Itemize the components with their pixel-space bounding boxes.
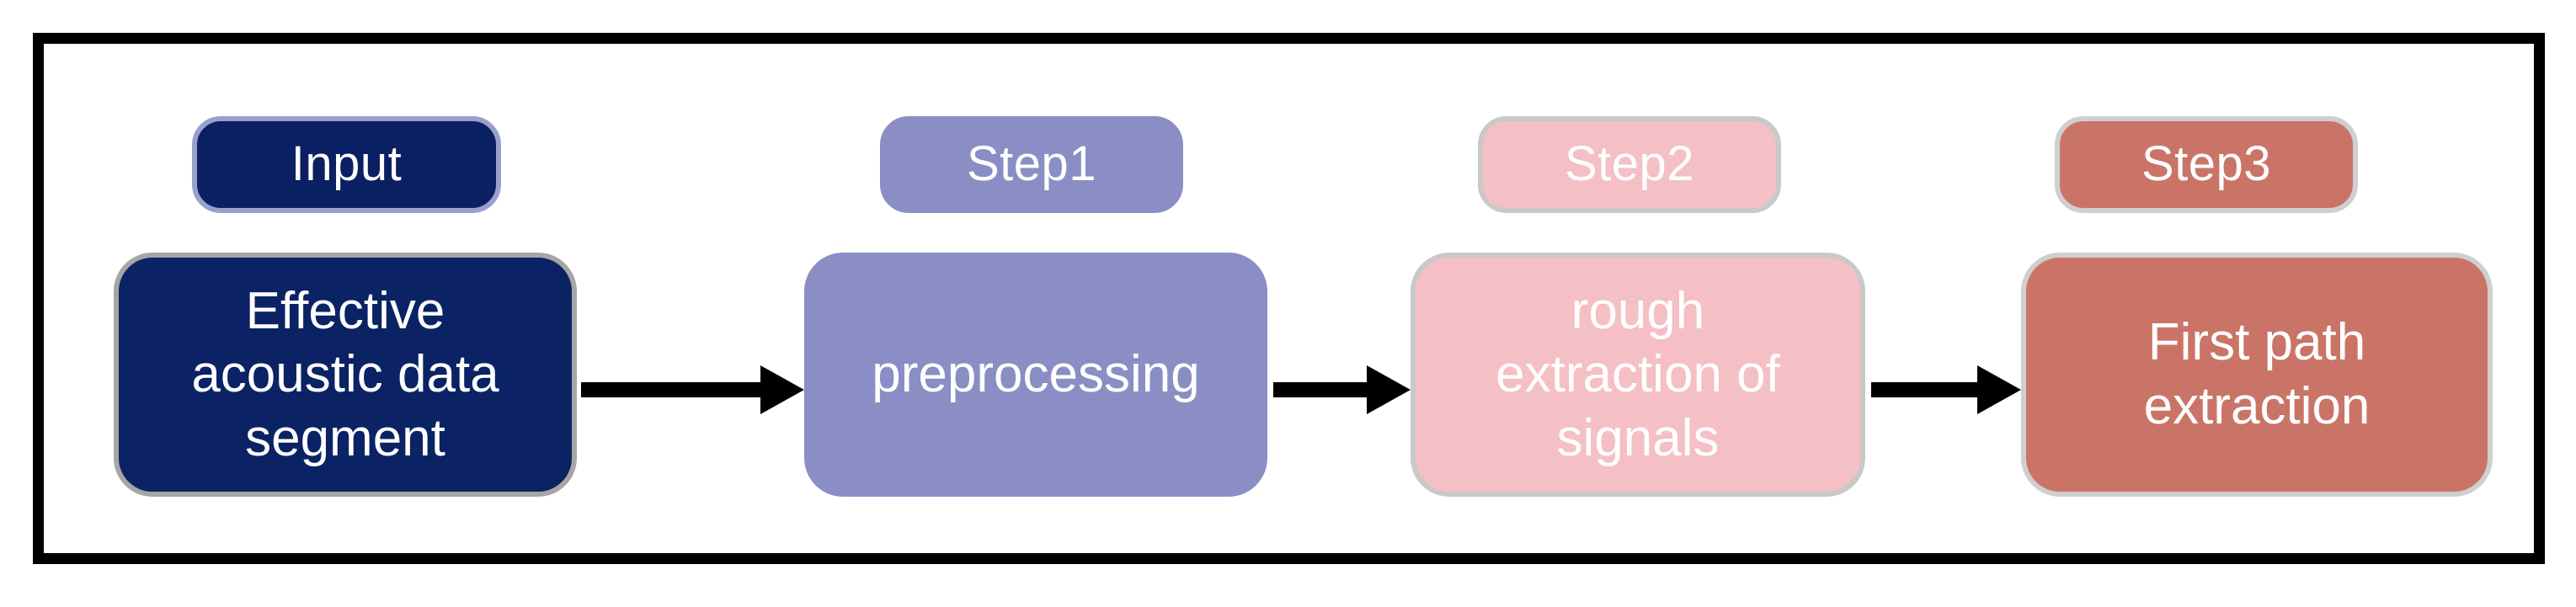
badge-input-label: Input — [291, 136, 403, 192]
badge-step2-label: Step2 — [1564, 136, 1695, 192]
badge-step1-label: Step1 — [966, 136, 1097, 192]
node-step1: preprocessing — [804, 253, 1267, 497]
node-step1-label: preprocessing — [872, 345, 1200, 404]
badge-step3-label: Step3 — [2141, 136, 2272, 192]
node-input-label: Effective acoustic data segment — [191, 281, 499, 467]
node-input: Effective acoustic data segment — [114, 253, 577, 497]
node-step2: rough extraction of signals — [1411, 253, 1865, 497]
badge-step2: Step2 — [1478, 116, 1781, 213]
badge-step3: Step3 — [2055, 116, 2358, 213]
node-step2-label: rough extraction of signals — [1496, 281, 1780, 467]
badge-step1: Step1 — [880, 116, 1183, 213]
node-step3-label: First path extraction — [2143, 313, 2371, 435]
badge-input: Input — [192, 116, 501, 213]
node-step3: First path extraction — [2021, 253, 2493, 497]
